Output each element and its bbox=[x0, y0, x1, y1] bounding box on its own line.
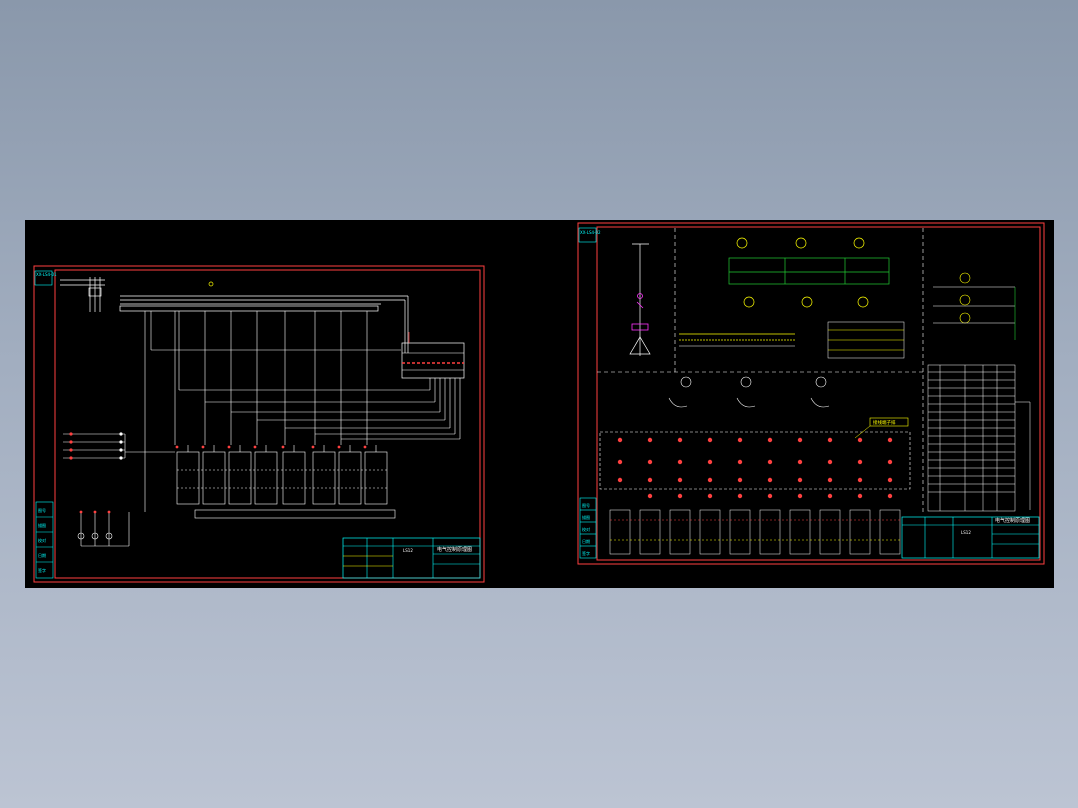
relay-modules bbox=[609, 509, 901, 555]
side-label-5: 签字 bbox=[38, 567, 46, 573]
cad-drawing-sheet: XX-LS4-01 图号 描图 校对 日期 签字 bbox=[25, 220, 1054, 588]
sheet-1-inner-frame bbox=[54, 269, 481, 579]
right-relay-column bbox=[933, 272, 1016, 340]
lower-switch-group bbox=[77, 510, 130, 547]
relay-coil-group bbox=[728, 237, 890, 308]
sheet-2-side-label-4: 日期 bbox=[582, 538, 590, 544]
sheet-2-inner-frame bbox=[596, 226, 1041, 561]
indicator-lamps bbox=[668, 376, 830, 408]
sheet-1-side-stamp: 图号 描图 校对 日期 签字 bbox=[35, 501, 54, 579]
terminal-strip-right bbox=[827, 321, 905, 359]
side-label-3: 校对 bbox=[38, 537, 46, 543]
sheet-1-corner-box bbox=[34, 270, 53, 286]
main-breaker bbox=[60, 277, 214, 312]
sheet-2-side-label-3: 校对 bbox=[582, 526, 590, 532]
incoming-feeder bbox=[629, 243, 651, 356]
sheet-2-corner-tag: XX-LS4-02 bbox=[580, 230, 601, 235]
sheet-2-side-label-1: 图号 bbox=[582, 502, 590, 508]
sheet-1-title-block: 电气控制原理图 LS12 bbox=[342, 537, 481, 579]
sheet-2: XX-LS4-02 图号 描图 校对 日期 签字 bbox=[577, 222, 1045, 565]
feeder-wires bbox=[144, 311, 461, 512]
side-label-4: 日期 bbox=[38, 552, 46, 558]
component-table bbox=[927, 364, 1031, 512]
sheet-2-corner-box bbox=[578, 227, 597, 243]
busbars bbox=[119, 295, 409, 353]
lamp-grid-panel: 接线端子排 bbox=[599, 417, 911, 490]
phase-input-terminals bbox=[63, 432, 175, 460]
section-dividers bbox=[597, 228, 924, 512]
sheet-2-side-stamp: 图号 描图 校对 日期 签字 bbox=[579, 497, 597, 559]
sheet-2-title-block: 电气控制原理图 LS12 bbox=[901, 516, 1040, 559]
sheet-1-outer-frame bbox=[33, 265, 485, 583]
sheet-1-corner-tag: XX-LS4-01 bbox=[36, 272, 57, 277]
sheet-2-code: LS12 bbox=[961, 530, 971, 535]
terminal-strip-left bbox=[679, 333, 795, 347]
sheet-1-code: LS12 bbox=[403, 548, 413, 553]
motor-starter-units bbox=[176, 445, 396, 519]
starter-red-markers bbox=[175, 445, 367, 449]
side-label-1: 图号 bbox=[38, 507, 46, 513]
sheet-2-title: 电气控制原理图 bbox=[995, 517, 1030, 524]
side-label-2: 描图 bbox=[38, 522, 46, 528]
control-terminal-block bbox=[401, 332, 465, 379]
sheet-1-title: 电气控制原理图 bbox=[437, 546, 472, 553]
sheet-2-side-label-5: 签字 bbox=[582, 550, 590, 556]
sheet-1: XX-LS4-01 图号 描图 校对 日期 签字 bbox=[33, 265, 485, 583]
callout-label: 接线端子排 bbox=[873, 419, 896, 426]
sheet-2-outer-frame bbox=[577, 222, 1045, 565]
lamp-grid-red bbox=[617, 437, 893, 499]
sheet-2-side-label-2: 描图 bbox=[582, 514, 590, 520]
schematic-canvas: XX-LS4-01 图号 描图 校对 日期 签字 bbox=[33, 222, 1045, 583]
